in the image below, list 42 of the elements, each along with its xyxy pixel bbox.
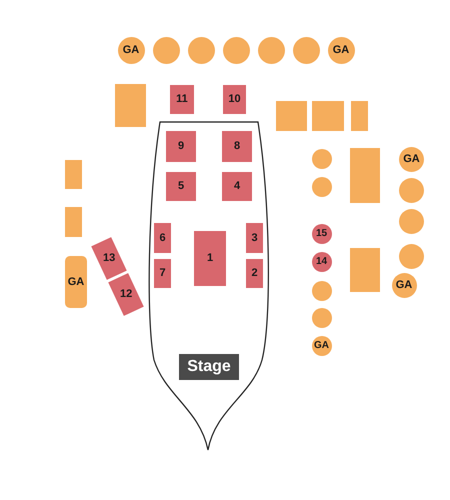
section-block <box>65 207 82 237</box>
section-block <box>276 101 307 131</box>
section-circle <box>292 36 320 64</box>
section-circle: GA <box>392 272 416 298</box>
section-block: GA <box>65 256 87 308</box>
section-block: 7 <box>154 259 171 288</box>
section-circle: 15 <box>312 224 332 244</box>
section-circle <box>399 178 424 203</box>
section-block <box>350 148 380 203</box>
section-block <box>65 160 82 189</box>
section-block: 3 <box>246 223 263 253</box>
section-circle: GA <box>312 336 332 356</box>
section-circle <box>312 177 332 197</box>
section-circle <box>222 36 250 64</box>
section-circle <box>258 36 284 64</box>
section-block: 9 <box>166 131 196 162</box>
section-block: 8 <box>222 131 252 162</box>
section-block <box>351 101 368 131</box>
section-circle <box>152 36 180 64</box>
section-circle <box>399 208 424 234</box>
section-block <box>312 101 344 131</box>
section-circle: GA <box>328 36 354 64</box>
section-circle <box>312 149 332 169</box>
section-circle <box>399 244 424 268</box>
section-block: 12 <box>108 272 144 316</box>
section-circle <box>312 308 332 328</box>
section-block <box>350 248 380 292</box>
section-circle: GA <box>118 36 144 64</box>
section-circle <box>188 36 214 64</box>
section-block: 4 <box>222 172 252 201</box>
section-block: 11 <box>170 85 194 114</box>
section-circle <box>312 281 332 301</box>
section-block: 1 <box>194 231 226 286</box>
section-block: 2 <box>246 259 263 288</box>
section-block: 10 <box>223 85 246 114</box>
section-block: 6 <box>154 223 171 253</box>
section-block: 5 <box>166 172 196 201</box>
section-circle: 14 <box>312 252 332 272</box>
section-circle: GA <box>399 147 424 172</box>
section-block: 13 <box>91 237 127 280</box>
stage-label: Stage <box>179 354 239 380</box>
section-block <box>115 84 146 127</box>
